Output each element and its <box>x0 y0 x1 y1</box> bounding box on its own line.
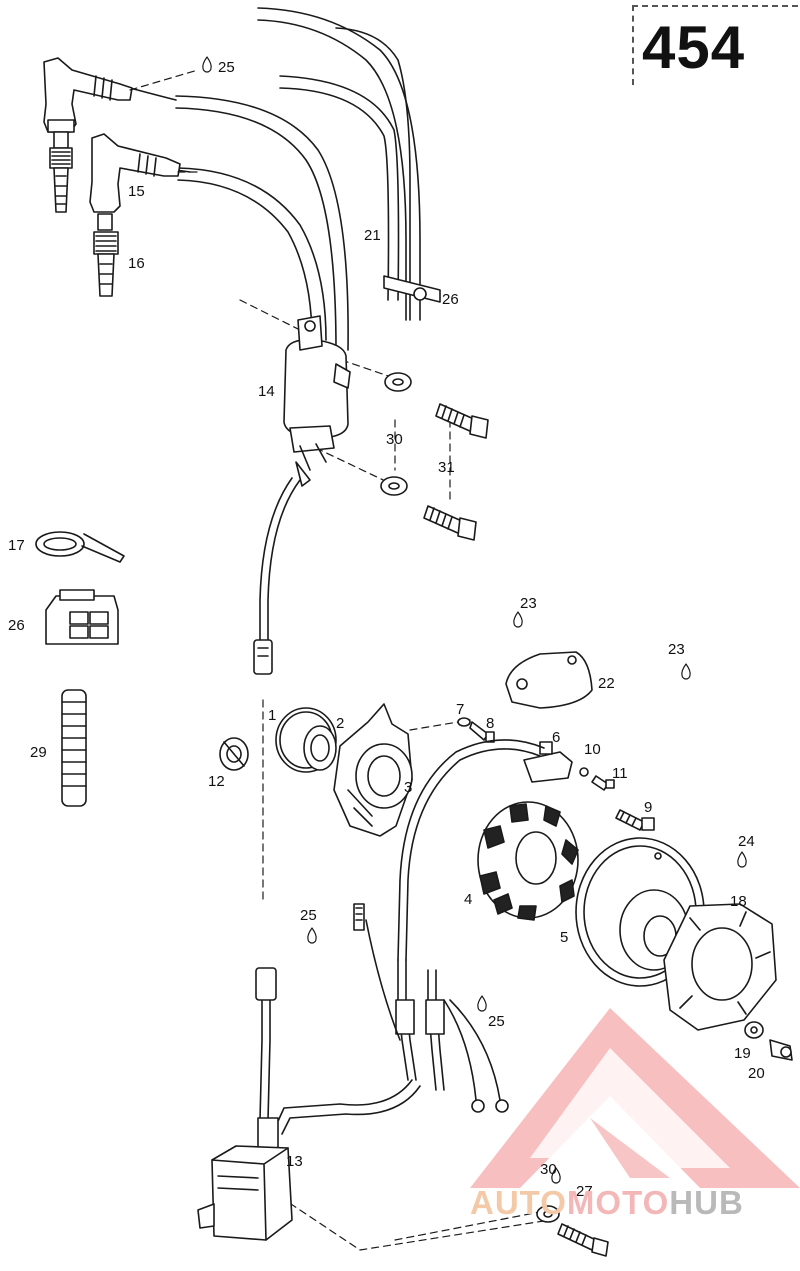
callout-7: 7 <box>456 701 465 718</box>
droplet-icon <box>513 611 523 628</box>
callout-5: 5 <box>560 929 569 946</box>
oil-seal <box>303 725 337 771</box>
grommet <box>219 737 249 771</box>
watermark-logo <box>470 1008 800 1188</box>
spark-plug-cap-upper <box>43 57 133 133</box>
screw-11 <box>579 767 615 791</box>
callout-9: 9 <box>644 799 653 816</box>
callout-18: 18 <box>730 893 747 910</box>
spark-plug-lower <box>93 213 119 297</box>
leader-lines <box>129 69 551 1251</box>
protective-tubing <box>61 689 87 807</box>
grease-droplet-icons <box>202 56 747 1184</box>
spark-plug-cap-lower <box>89 133 181 213</box>
tie-wrap <box>35 531 125 563</box>
callout-3: 3 <box>404 779 413 796</box>
allen-screw <box>769 1039 793 1061</box>
wiring-harness <box>255 919 509 1149</box>
lock-washer <box>744 1021 764 1039</box>
watermark-word-1: AUTO <box>470 1184 567 1221</box>
droplet-icon <box>681 663 691 680</box>
callout-23: 23 <box>520 595 537 612</box>
callout-20: 20 <box>748 1065 765 1082</box>
high-tension-cables <box>129 7 421 351</box>
callout-15: 15 <box>128 183 145 200</box>
o-ring <box>275 707 337 773</box>
droplet-icon <box>477 995 487 1012</box>
callout-29: 29 <box>30 744 47 761</box>
connector-housing <box>45 589 119 645</box>
callout-12: 12 <box>208 773 225 790</box>
washer-cdi <box>536 1205 560 1223</box>
trigger-lead <box>405 748 541 961</box>
droplet-icon <box>737 851 747 868</box>
callout-8: 8 <box>486 715 495 732</box>
watermark-text: AUTOMOTOHUB <box>470 1184 744 1222</box>
callout-13: 13 <box>286 1153 303 1170</box>
droplet-icon <box>307 927 317 944</box>
callout-27: 27 <box>576 1183 593 1200</box>
callout-30-cdi: 30 <box>540 1161 557 1178</box>
cable-clamp <box>383 275 441 303</box>
callout-6: 6 <box>552 729 561 746</box>
small-connector <box>353 903 365 931</box>
ignition-coil <box>283 315 351 487</box>
callout-17: 17 <box>8 537 25 554</box>
washer-lower <box>380 476 408 496</box>
bolt-cdi <box>557 1223 609 1257</box>
trigger-coil <box>523 741 573 783</box>
callout-10: 10 <box>584 741 601 758</box>
stator <box>477 801 579 921</box>
callout-1: 1 <box>268 707 277 724</box>
page-number: 454 <box>642 14 746 81</box>
callout-14: 14 <box>258 383 275 400</box>
callout-31: 31 <box>438 459 455 476</box>
callout-25-leads: 25 <box>488 1013 505 1030</box>
callout-16: 16 <box>128 255 145 272</box>
callout-22: 22 <box>598 675 615 692</box>
droplet-icon <box>551 1167 561 1184</box>
watermark-word-2: MOTO <box>566 1184 670 1221</box>
cdi-module <box>197 1145 293 1241</box>
droplet-icon <box>202 56 212 73</box>
washer-upper <box>384 372 412 392</box>
coil-lead <box>267 479 301 641</box>
trigger-cover <box>505 651 593 709</box>
spark-plug-upper <box>49 131 73 213</box>
callout-11: 11 <box>612 765 628 782</box>
watermark-word-3: HUB <box>669 1184 744 1221</box>
callout-23-flywheel: 23 <box>668 641 685 658</box>
callout-24: 24 <box>738 833 755 850</box>
screw-9 <box>615 809 655 831</box>
screw-8 <box>457 717 495 743</box>
callout-4: 4 <box>464 891 473 908</box>
callout-28: 26 <box>442 291 459 308</box>
callout-30: 30 <box>386 431 403 448</box>
callout-21: 21 <box>364 227 381 244</box>
callout-2: 2 <box>336 715 345 732</box>
page-number-box: 454 <box>632 5 798 85</box>
bolt-upper <box>435 403 489 439</box>
magneto-housing <box>333 703 413 837</box>
callout-19: 19 <box>734 1045 751 1062</box>
callout-25-harness: 25 <box>300 907 317 924</box>
starter-pulley <box>663 903 777 1031</box>
callout-25: 25 <box>218 59 235 76</box>
coil-lead-connector <box>253 639 273 675</box>
callout-26: 26 <box>8 617 25 634</box>
bolt-lower <box>423 505 477 541</box>
